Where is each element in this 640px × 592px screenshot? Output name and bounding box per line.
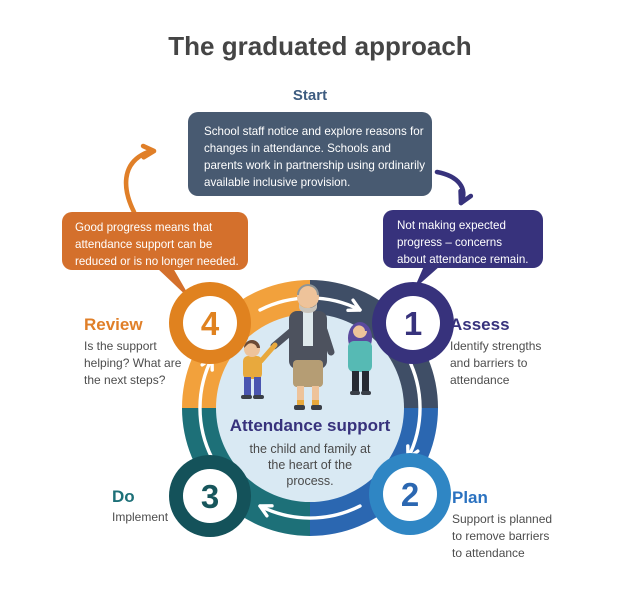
child-figure	[241, 340, 278, 399]
do-desc-1: Implement	[112, 510, 169, 524]
start-box	[188, 112, 432, 196]
flow-arrowhead-top-icon	[346, 298, 362, 312]
ring-quadrant-plan-blue	[310, 408, 438, 536]
assess-desc-3: attendance	[450, 373, 510, 387]
progress-box	[62, 212, 248, 270]
stage-2-circle	[383, 467, 437, 521]
ring-quadrant-assess-navy	[310, 280, 438, 408]
stage-1-circle	[386, 296, 440, 350]
concern-box-line-1: Not making expected	[397, 219, 506, 232]
flow-arrow-left	[198, 356, 214, 460]
stage-label-do: Do Implement	[112, 487, 169, 524]
flow-arrow-right	[406, 356, 422, 460]
review-desc-1: Is the support	[84, 339, 157, 353]
center-line-3: process.	[286, 474, 333, 488]
center-line-2: the heart of the	[268, 458, 352, 472]
progress-box-line-1: Good progress means that	[75, 221, 213, 234]
concern-box-line-3: about attendance remain.	[397, 253, 529, 266]
bubble-arrows	[123, 143, 474, 215]
stage-2-number: 2	[401, 476, 419, 513]
stage-label-review: Review Is the support helping? What are …	[84, 315, 182, 387]
flow-arrow-bottom	[258, 504, 362, 520]
start-box-line-4: available inclusive provision.	[204, 176, 350, 189]
plan-desc-2: to remove barriers	[452, 529, 549, 543]
stage-4-number: 4	[201, 305, 220, 342]
review-desc-2: helping? What are	[84, 356, 182, 370]
ring-quadrant-do-teal	[182, 408, 310, 536]
stage-label-assess: Assess Identify strengths and barriers t…	[450, 315, 541, 387]
stage-label-plan: Plan Support is planned to remove barrie…	[452, 488, 552, 560]
start-label: Start	[293, 87, 327, 104]
stage-nodes: 1 2 3 4	[169, 282, 454, 537]
stage-4-circle	[183, 296, 237, 350]
stage-3-circle	[183, 469, 237, 523]
concern-box-line-2: progress – concerns	[397, 236, 502, 249]
assess-label: Assess	[450, 315, 510, 334]
start-box-line-2: changes in attendance. Schools and	[204, 142, 391, 155]
plan-label: Plan	[452, 488, 488, 507]
page-title: The graduated approach	[168, 31, 471, 61]
progress-to-start-arrowhead-icon	[140, 143, 157, 160]
do-label: Do	[112, 487, 135, 506]
flow-arrowhead-bottom-icon	[258, 504, 274, 518]
stage-1-number: 1	[404, 305, 422, 342]
teen-figure	[348, 322, 372, 395]
assess-desc-1: Identify strengths	[450, 339, 541, 353]
plan-desc-1: Support is planned	[452, 512, 552, 526]
start-box-line-1: School staff notice and explore reasons …	[204, 125, 424, 138]
review-desc-3: the next steps?	[84, 373, 166, 387]
progress-to-start-arrow	[123, 149, 151, 215]
assess-desc-2: and barriers to	[450, 356, 528, 370]
progress-box-line-3: reduced or is no longer needed.	[75, 255, 239, 268]
plan-desc-3: to attendance	[452, 546, 525, 560]
ring-quadrant-review-orange	[182, 280, 310, 408]
family-illustration	[241, 284, 372, 410]
center-title: Attendance support	[230, 416, 391, 435]
parent-figure	[270, 284, 335, 410]
center-line-1: the child and family at	[250, 442, 371, 456]
cycle-ring	[182, 280, 438, 536]
ring-flow-arrows	[198, 296, 422, 520]
concern-box	[383, 210, 543, 268]
review-label: Review	[84, 315, 143, 334]
stage-3-number: 3	[201, 478, 219, 515]
progress-box-line-2: attendance support can be	[75, 238, 212, 251]
start-box-line-3: parents work in partnership using ordina…	[204, 159, 425, 172]
start-to-concern-arrowhead-icon	[458, 188, 474, 206]
